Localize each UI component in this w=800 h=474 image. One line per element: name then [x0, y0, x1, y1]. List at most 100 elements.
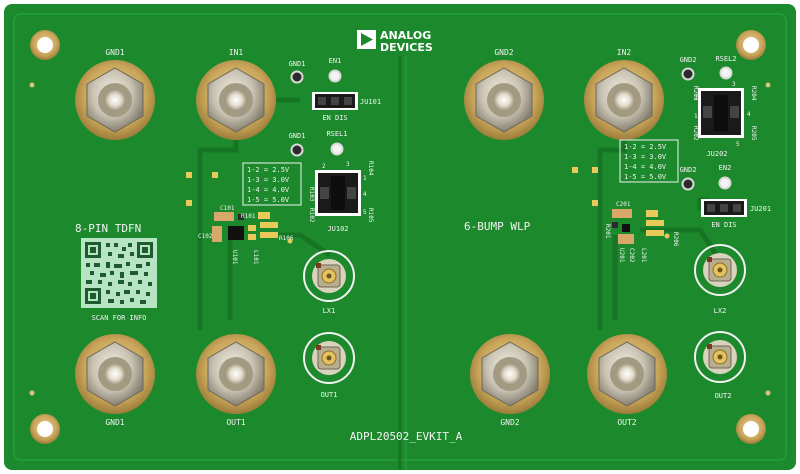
svg-text:JU102: JU102 — [327, 225, 348, 233]
svg-text:EN DIS: EN DIS — [322, 114, 347, 122]
voltage-table-left: 1-2 = 2.5V 1-3 = 3.0V 1-4 = 4.0V 1-5 = 5… — [242, 162, 302, 206]
svg-text:ANALOG: ANALOG — [380, 29, 431, 42]
label-r103: R103 — [308, 187, 315, 202]
svg-text:1: 1 — [694, 113, 698, 120]
sma-out1: OUT1 — [303, 332, 355, 399]
label-c101: C101 — [220, 205, 235, 212]
post-out2 — [587, 334, 667, 414]
label-r202: R202 — [692, 126, 699, 141]
svg-text:4: 4 — [363, 191, 367, 198]
svg-text:1-4 = 4.0V: 1-4 = 4.0V — [624, 163, 667, 171]
testpoint-gnd2-b: GND2 — [680, 166, 697, 191]
package-label-left: 8-PIN TDFN — [75, 222, 141, 235]
svg-text:1-5 = 5.0V: 1-5 = 5.0V — [624, 173, 667, 181]
svg-text:1-2 = 2.5V: 1-2 = 2.5V — [624, 143, 667, 151]
svg-text:JU202: JU202 — [706, 150, 727, 158]
sma-out2: OUT2 — [694, 331, 746, 400]
post-in2 — [584, 60, 664, 140]
testpoint-en1: EN1 — [328, 57, 342, 83]
label-r101: R101 — [241, 213, 256, 220]
label-gnd1-top: GND1 — [105, 48, 124, 57]
label-c201: C201 — [616, 201, 631, 208]
ic-area-right: C201 R201 U201 C202 L201 R206 — [572, 167, 679, 263]
label-l201: L201 — [640, 248, 647, 263]
ic-area-left: C101 R101 C102 R106 U101 L101 — [186, 172, 294, 265]
mounting-holes — [30, 30, 766, 444]
sma-lx2: LX2 — [694, 244, 746, 315]
label-r104: R104 — [367, 161, 374, 176]
svg-text:GND2: GND2 — [680, 56, 697, 64]
label-c102: C102 — [198, 233, 213, 240]
svg-text:JU101: JU101 — [360, 98, 381, 106]
label-c202: C202 — [628, 248, 635, 263]
testpoint-en2: EN2 — [718, 164, 732, 190]
svg-text:1-3 = 3.0V: 1-3 = 3.0V — [624, 153, 667, 161]
post-gnd1-top — [75, 60, 155, 140]
svg-text:EN1: EN1 — [329, 57, 342, 65]
jumper-ju102: 2 3 1 4 5 JU102 — [315, 161, 367, 233]
svg-text:1-2 = 2.5V: 1-2 = 2.5V — [247, 166, 290, 174]
testpoint-rsel1: RSEL1 — [326, 130, 348, 156]
board-name: ADPL20502_EVKIT_A — [350, 430, 463, 443]
qr-caption: SCAN FOR INFO — [92, 314, 147, 322]
testpoint-gnd1-a: GND1 — [289, 60, 306, 84]
testpoint-gnd1-b: GND1 — [289, 132, 306, 157]
svg-text:1-3 = 3.0V: 1-3 = 3.0V — [247, 176, 290, 184]
svg-text:OUT1: OUT1 — [321, 391, 338, 399]
label-r102: R102 — [308, 208, 315, 223]
label-out1: OUT1 — [226, 418, 245, 427]
label-r106: R106 — [279, 235, 294, 242]
jumper-ju101: JU101 EN DIS — [312, 92, 381, 122]
label-r204: R204 — [750, 86, 757, 101]
svg-text:GND1: GND1 — [289, 132, 306, 140]
testpoint-gnd2-a: GND2 — [680, 56, 697, 81]
svg-text:3: 3 — [732, 81, 736, 88]
post-gnd1-bottom — [75, 334, 155, 414]
label-r201: R201 — [604, 224, 611, 239]
svg-text:2: 2 — [694, 95, 698, 102]
svg-text:GND1: GND1 — [289, 60, 306, 68]
label-r105: R105 — [367, 208, 374, 223]
label-r203: R203 — [692, 86, 699, 101]
svg-text:5: 5 — [736, 141, 740, 148]
voltage-table-right: 1-2 = 2.5V 1-3 = 3.0V 1-4 = 4.0V 1-5 = 5… — [619, 139, 679, 183]
svg-text:OUT2: OUT2 — [715, 392, 732, 400]
svg-text:LX1: LX1 — [323, 307, 336, 315]
svg-text:GND2: GND2 — [680, 166, 697, 174]
label-l101: L101 — [252, 250, 259, 265]
label-u201: U201 — [618, 248, 625, 263]
label-r205: R205 — [750, 126, 757, 141]
svg-text:RSEL2: RSEL2 — [715, 55, 736, 63]
svg-text:JU201: JU201 — [750, 205, 771, 213]
svg-text:5: 5 — [363, 209, 367, 216]
post-gnd2-bottom — [470, 334, 550, 414]
label-u101: U101 — [231, 250, 238, 265]
jumper-ju202: 2 1 3 4 5 JU202 — [694, 81, 751, 158]
label-gnd2-bottom: GND2 — [500, 418, 519, 427]
label-in1: IN1 — [229, 48, 244, 57]
sma-lx1: LX1 — [303, 250, 355, 315]
svg-text:1: 1 — [363, 175, 367, 182]
post-out1 — [196, 334, 276, 414]
svg-text:2: 2 — [322, 163, 326, 170]
svg-text:LX2: LX2 — [714, 307, 727, 315]
label-in2: IN2 — [617, 48, 632, 57]
svg-text:1-4 = 4.0V: 1-4 = 4.0V — [247, 186, 290, 194]
package-label-right: 6-BUMP WLP — [464, 220, 531, 233]
analog-devices-logo: ANALOG DEVICES — [357, 29, 433, 54]
post-in1 — [196, 60, 276, 140]
svg-text:RSEL1: RSEL1 — [326, 130, 347, 138]
jumper-ju201: JU201 EN DIS — [701, 199, 771, 229]
svg-text:1-5 = 5.0V: 1-5 = 5.0V — [247, 196, 290, 204]
svg-text:3: 3 — [346, 161, 350, 168]
qr-code: SCAN FOR INFO — [81, 238, 157, 322]
svg-text:EN2: EN2 — [719, 164, 732, 172]
label-r206: R206 — [672, 232, 679, 247]
svg-text:DEVICES: DEVICES — [380, 41, 433, 54]
label-out2: OUT2 — [617, 418, 636, 427]
svg-text:4: 4 — [747, 111, 751, 118]
label-gnd2-top: GND2 — [494, 48, 513, 57]
testpoint-rsel2: RSEL2 — [715, 55, 737, 80]
label-gnd1-bottom: GND1 — [105, 418, 124, 427]
